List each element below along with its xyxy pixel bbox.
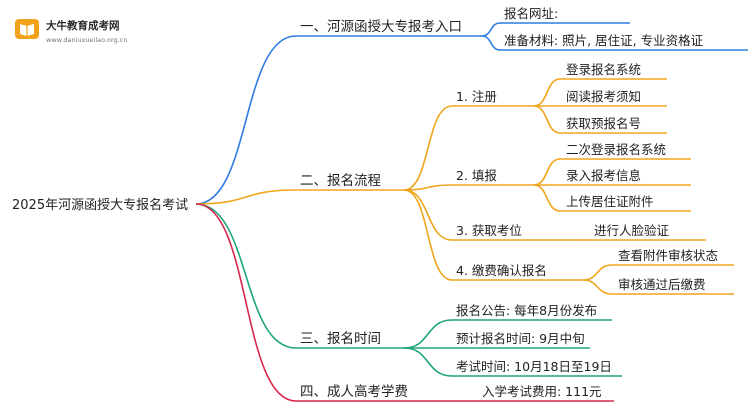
branch-4: 四、成人高考学费	[300, 383, 408, 400]
branch-1-child-1: 报名网址:	[504, 6, 558, 21]
branch-2-child-link-1	[403, 105, 453, 191]
branch-2-child-2-leaf-link-1	[533, 158, 561, 186]
logo-url: www.daniuxueilao.org.cn	[46, 36, 128, 44]
branch-2-child-1-leaf-3: 获取预报名号	[566, 116, 641, 131]
branch-2-child-3: 3. 获取考位	[456, 223, 522, 238]
book-logo-icon	[15, 19, 39, 39]
branch-2-child-1-leaf-link-3	[533, 105, 561, 134]
branch-1: 一、河源函授大专报考入口	[300, 19, 462, 35]
branch-2-child-4: 4. 缴费确认报名	[456, 263, 547, 278]
branch-2-child-1-leaf-2: 阅读报考须知	[566, 89, 641, 104]
branch-2-child-2: 2. 填报	[456, 168, 497, 183]
branch-2-child-link-4	[403, 189, 453, 281]
branch-link-1	[195, 35, 297, 205]
branch-2-child-3-leaf-1: 进行人脸验证	[594, 223, 670, 238]
branch-2-child-1: 1. 注册	[456, 89, 497, 104]
branch-2-child-2-leaf-1: 二次登录报名系统	[566, 142, 666, 157]
branch-3: 三、报名时间	[300, 331, 381, 347]
branch-3-child-2: 预计报名时间: 9月中旬	[456, 331, 585, 346]
branch-3-child-link-1	[403, 319, 453, 349]
branch-2-child-4-leaf-1: 查看附件审核状态	[618, 248, 718, 263]
branch-link-4	[195, 203, 297, 402]
branch-2-child-4-leaf-2: 审核通过后缴费	[618, 277, 706, 292]
branch-3-child-3: 考试时间: 10月18日至19日	[456, 359, 612, 374]
branch-2-child-link-3	[403, 189, 453, 241]
branch-2-child-link-2	[403, 184, 453, 191]
branch-2-child-1-leaf-link-1	[533, 78, 561, 107]
branch-3-child-1: 报名公告: 每年8月份发布	[456, 303, 597, 318]
branch-3-child-link-3	[403, 347, 453, 377]
branch-link-3	[195, 203, 297, 349]
site-logo[interactable]: 大牛教育成考网 www.daniuxueilao.org.cn	[14, 14, 144, 50]
branch-2-child-1-leaf-1: 登录报名系统	[566, 62, 641, 77]
branch-4-child-1: 入学考试费用: 111元	[482, 384, 602, 399]
branch-2-child-2-leaf-2: 录入报考信息	[566, 168, 641, 183]
branch-2-child-2-leaf-3: 上传居住证附件	[566, 194, 654, 209]
root-node: 2025年河源函授大专报名考试	[12, 197, 188, 213]
branch-link-2	[195, 189, 297, 205]
branch-2-child-2-leaf-link-3	[533, 184, 561, 212]
branch-1-child-2: 准备材料: 照片, 居住证, 专业资格证	[504, 33, 704, 48]
branch-2-child-4-leaf-link-2	[582, 279, 613, 295]
branch-1-child-link-2	[481, 35, 501, 51]
branch-2: 二、报名流程	[300, 173, 381, 189]
branch-2-child-4-leaf-link-1	[582, 264, 613, 281]
logo-name: 大牛教育成考网	[46, 20, 120, 32]
branch-1-child-link-1	[481, 22, 501, 37]
